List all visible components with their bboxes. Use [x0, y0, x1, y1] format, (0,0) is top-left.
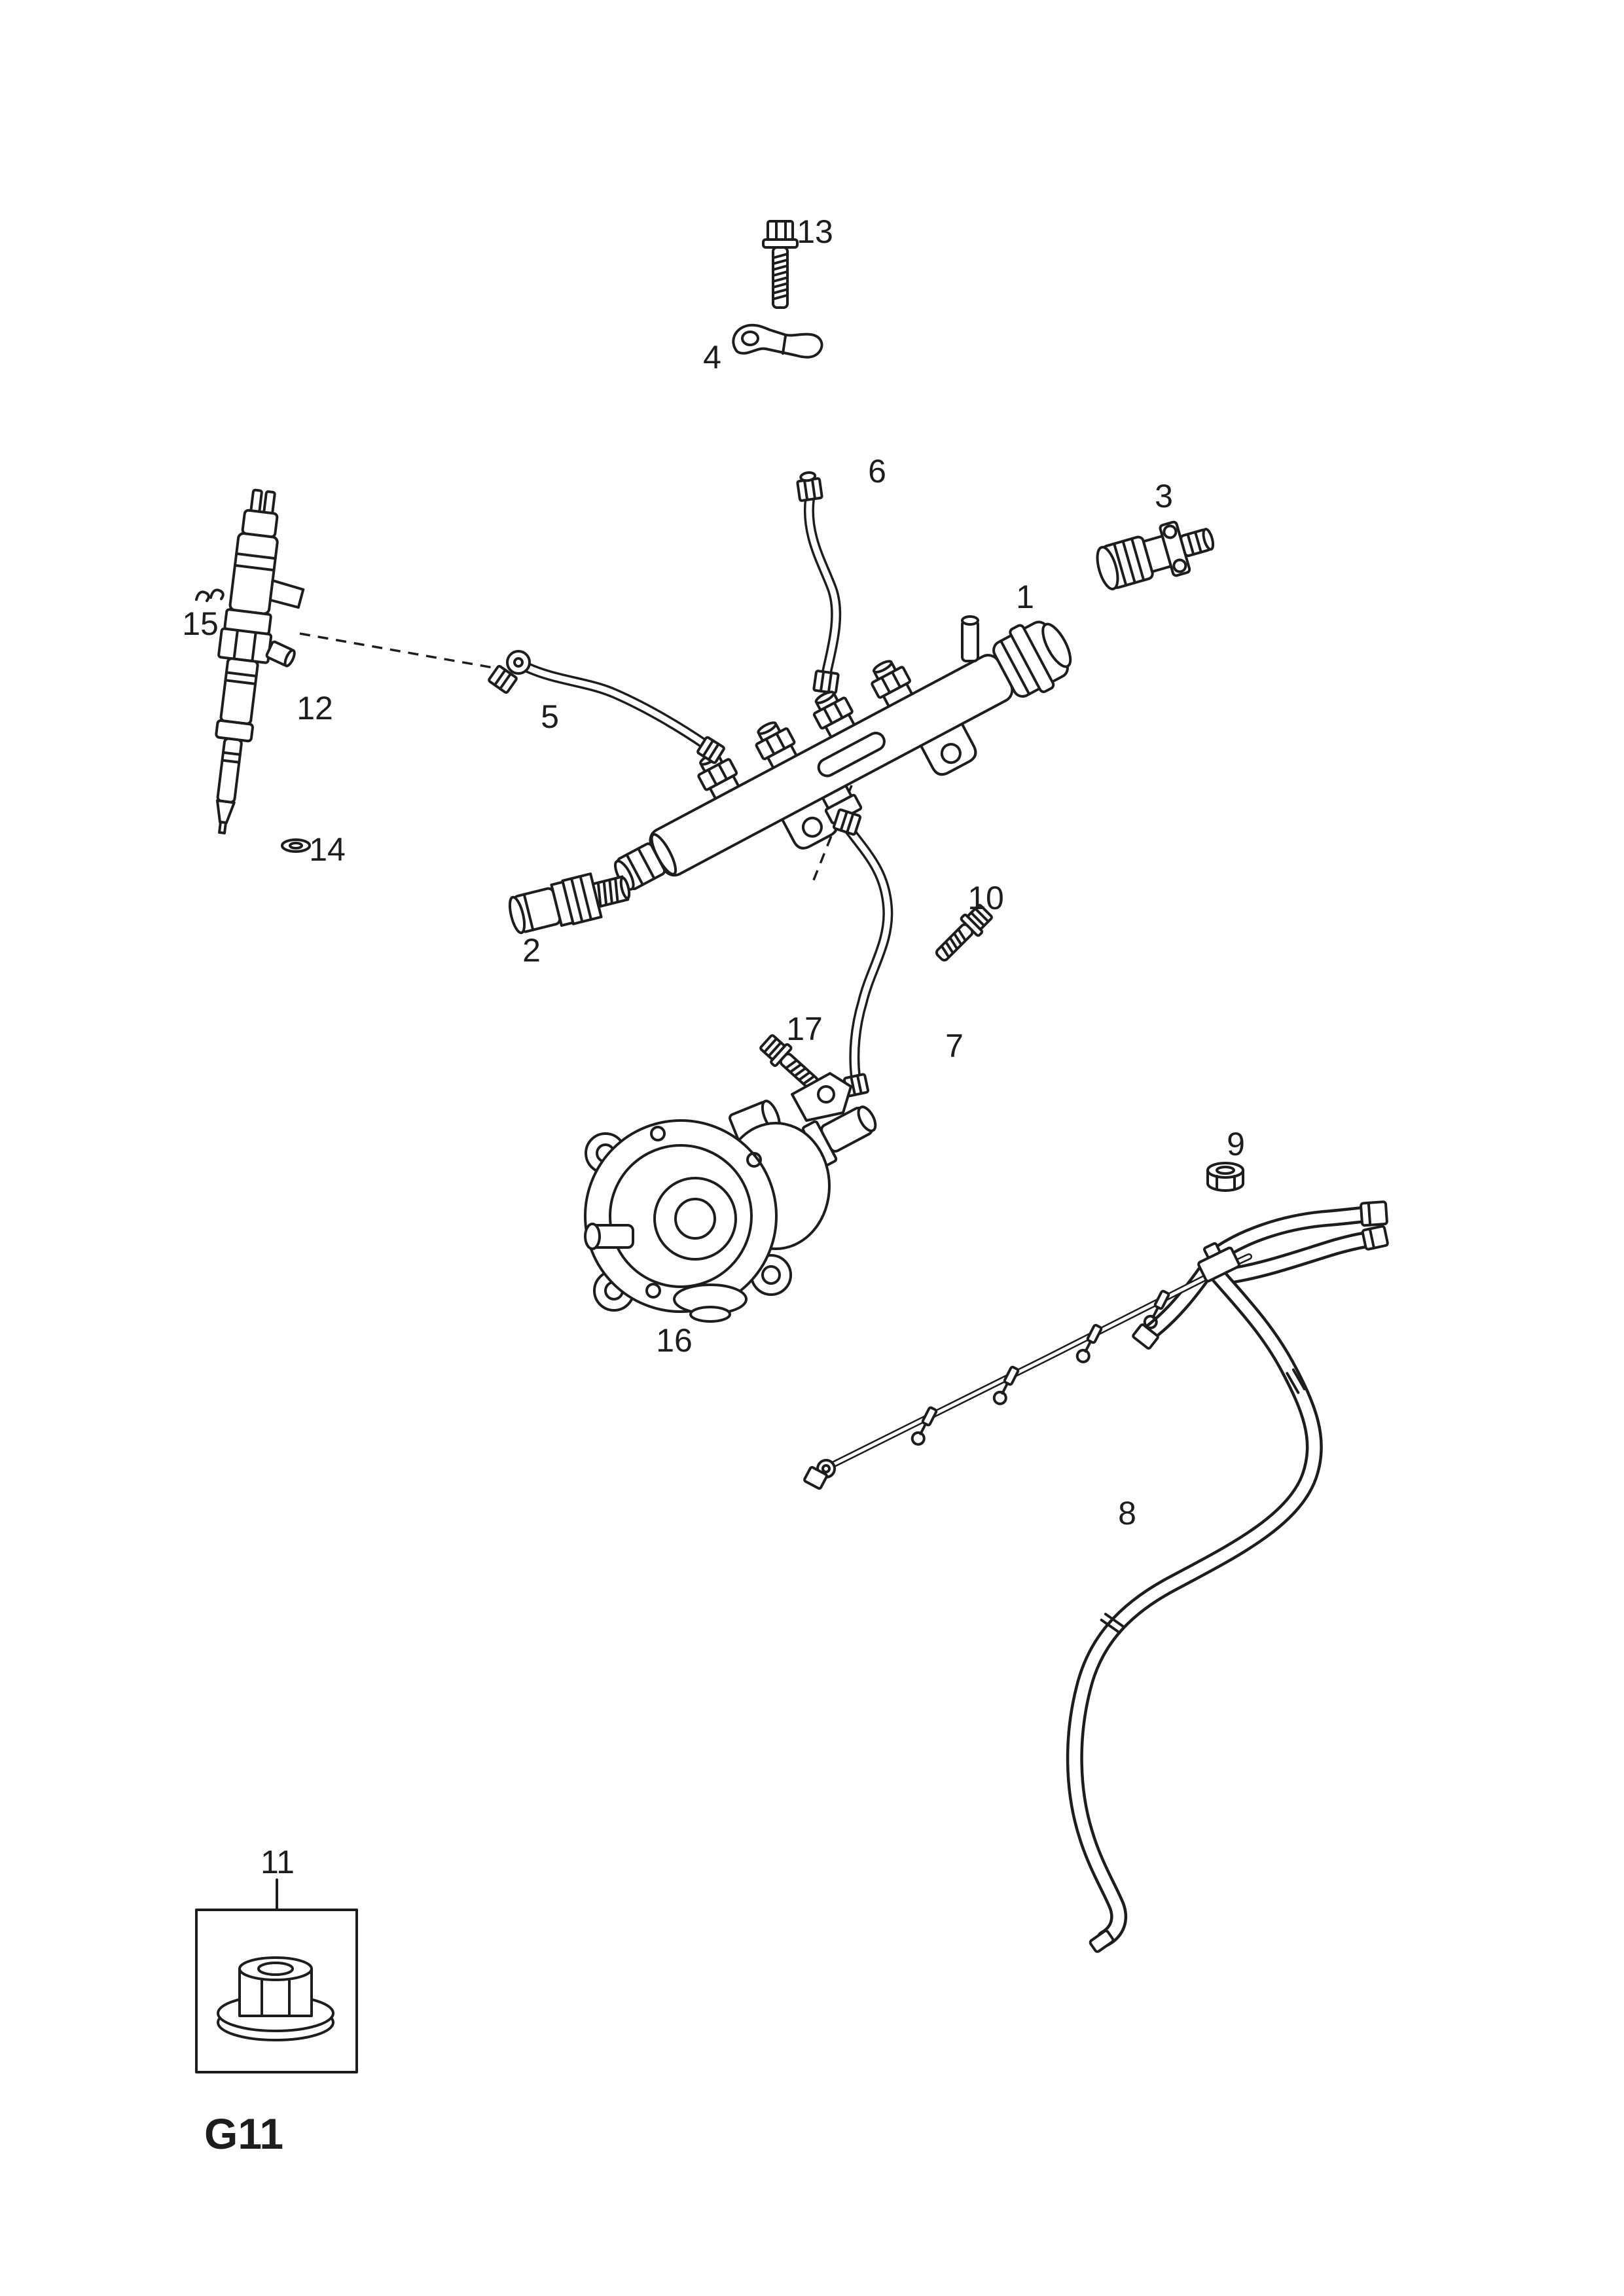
section-code: G11 — [204, 2109, 284, 2158]
clip-15-drawing — [195, 588, 225, 602]
bolt-10-drawing — [935, 904, 993, 962]
part-label-11: 11 — [261, 1844, 295, 1880]
part-label-9: 9 — [1227, 1126, 1245, 1162]
bolt-13-drawing — [762, 220, 799, 309]
part-label-7: 7 — [945, 1028, 964, 1064]
pump-16-drawing — [584, 1072, 877, 1323]
injection-pipe-6-drawing — [796, 471, 842, 694]
part-label-17: 17 — [786, 1011, 823, 1047]
pressure-regulator-3-drawing — [1096, 520, 1215, 590]
injection-pipe-5-drawing — [488, 650, 725, 764]
part-label-4: 4 — [703, 339, 721, 376]
nut-11-box-drawing — [195, 1878, 358, 2073]
part-label-12: 12 — [297, 690, 333, 726]
construction-line — [299, 632, 501, 670]
part-label-15: 15 — [182, 605, 219, 642]
fuel-rail-pin-drawing — [961, 615, 979, 662]
part-label-3: 3 — [1155, 478, 1173, 514]
part-label-2: 2 — [522, 932, 541, 969]
sensor-2-drawing — [508, 872, 631, 935]
part-label-1: 1 — [1016, 579, 1034, 615]
part-label-10: 10 — [967, 880, 1004, 916]
hose-assembly-8-drawing — [803, 1200, 1389, 1953]
part-label-6: 6 — [868, 453, 886, 490]
part-label-14: 14 — [309, 831, 346, 868]
part-label-13: 13 — [797, 213, 833, 250]
bolt-17-drawing — [759, 1034, 819, 1090]
part-label-8: 8 — [1118, 1495, 1136, 1532]
nut-9-drawing — [1206, 1162, 1244, 1192]
seal-ring-14-drawing — [281, 838, 311, 853]
part-label-5: 5 — [541, 698, 559, 735]
fuel-rail-1-drawing — [614, 620, 1072, 891]
injection-pipe-7-drawing — [832, 808, 893, 1098]
part-label-16: 16 — [656, 1322, 693, 1359]
injector-12-drawing — [215, 488, 305, 834]
bracket-4-drawing — [732, 323, 823, 359]
